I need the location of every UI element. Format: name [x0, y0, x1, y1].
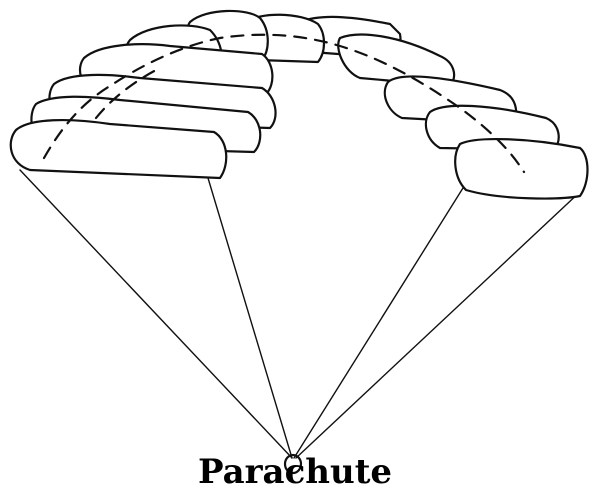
canopy-cell — [455, 139, 587, 198]
canopy — [11, 11, 588, 199]
suspension-line-right-inner — [294, 188, 463, 458]
suspension-line-center — [208, 178, 292, 458]
figure-caption: Parachute — [145, 455, 445, 485]
suspension-line-right — [296, 190, 582, 458]
suspension-lines — [20, 170, 582, 458]
suspension-line-left — [20, 170, 292, 458]
